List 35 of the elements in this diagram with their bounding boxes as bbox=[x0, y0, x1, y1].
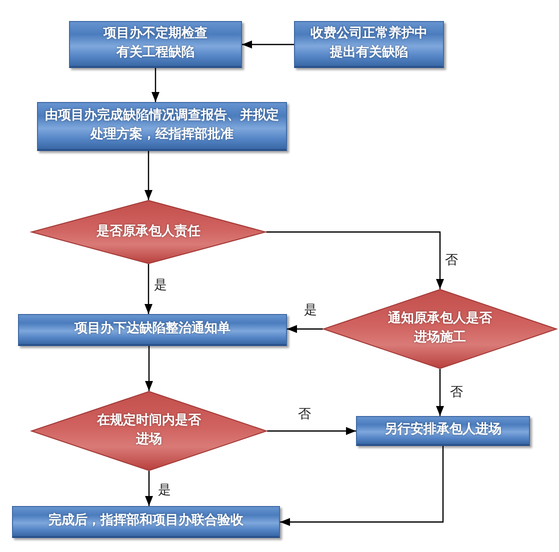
decision-diamond bbox=[323, 289, 557, 369]
decision-text: 在规定时间内是否进场 bbox=[96, 412, 202, 449]
process-box bbox=[18, 314, 287, 346]
edge-label: 是 bbox=[153, 279, 168, 294]
edge-label: 是 bbox=[157, 484, 172, 498]
arrow bbox=[287, 325, 323, 333]
arrow bbox=[436, 369, 444, 416]
decision-diamond bbox=[31, 391, 267, 471]
process-box bbox=[12, 506, 280, 538]
decision-text: 是否原承包人责任 bbox=[96, 222, 202, 241]
arrow bbox=[145, 346, 153, 391]
process-box bbox=[356, 416, 530, 446]
process-box bbox=[37, 102, 287, 151]
arrow bbox=[144, 151, 152, 200]
step-text: 另行安排承包人进场 bbox=[384, 421, 502, 440]
process-box bbox=[69, 21, 242, 68]
step-text: 由项目办完成缺陷情况调查报告、并拟定处理方案，经指挥部批准 bbox=[44, 107, 280, 144]
arrow bbox=[242, 40, 294, 48]
decision-text: 通知原承包人是否进场施工 bbox=[387, 310, 493, 347]
step-text: 完成后，指挥部和项目办联合验收 bbox=[48, 512, 244, 530]
arrow bbox=[280, 446, 444, 526]
step-text: 项目办下达缺陷整治通知单 bbox=[73, 320, 232, 338]
arrow bbox=[267, 427, 356, 435]
arrow bbox=[266, 231, 444, 289]
decision-diamond bbox=[31, 200, 266, 264]
arrow bbox=[145, 471, 153, 506]
step-text: 收费公司正常养护中提出有关缺陷 bbox=[310, 25, 428, 62]
arrow bbox=[152, 68, 160, 102]
edge-label: 否 bbox=[297, 408, 312, 422]
process-box bbox=[294, 21, 444, 68]
arrow bbox=[144, 264, 152, 314]
edge-label: 是 bbox=[303, 304, 318, 318]
edge-label: 否 bbox=[444, 254, 459, 268]
edge-label: 否 bbox=[449, 386, 464, 400]
step-text: 项目办不定期检查有关工程缺陷 bbox=[102, 25, 208, 62]
